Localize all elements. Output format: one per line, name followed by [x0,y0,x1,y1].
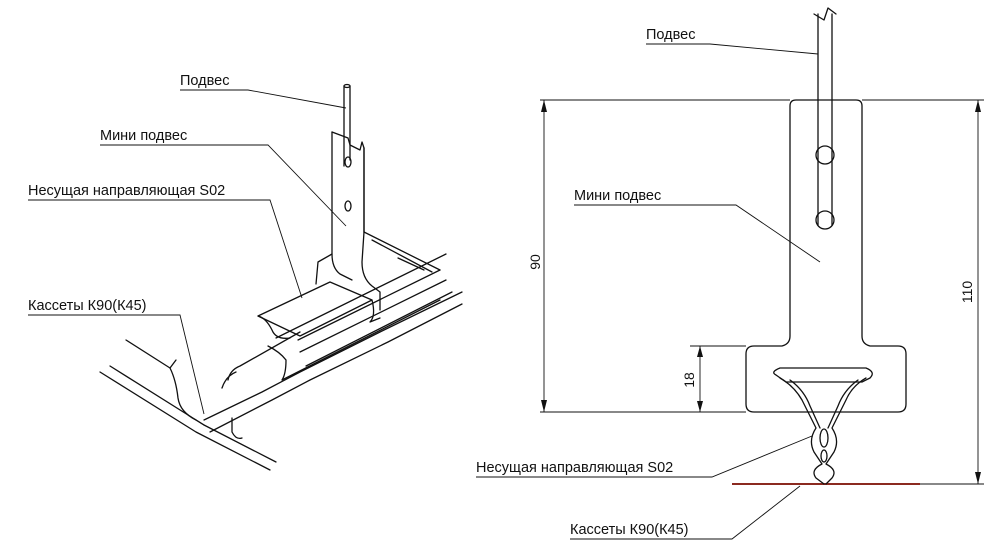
dimension-90: 90 [527,99,790,413]
label-mini-suspension-right: Мини подвес [574,188,661,204]
dimension-110: 110 [862,99,984,485]
carrier-rail-iso [257,231,453,381]
hole-lower [815,210,835,230]
cassette-panel-lower [99,365,277,471]
leaders-right [476,43,821,540]
dimension-18-text: 18 [681,372,697,388]
label-carrier-rail-left: Несущая направляющая S02 [28,183,225,199]
label-carrier-rail-right: Несущая направляющая S02 [476,460,673,476]
dimension-18: 18 [681,345,746,412]
carrier-rail-section [779,377,867,485]
dimension-110-text: 110 [959,281,975,304]
section-view: 90 18 110 Подвес Мини подвес Не [476,7,984,540]
leaders-left [28,89,347,415]
mini-suspension-iso [315,131,381,311]
label-mini-suspension-left: Мини подвес [100,128,187,144]
label-cassettes-left: Кассеты К90(К45) [28,298,147,314]
isometric-view: Подвес Мини подвес Несущая направляющая … [28,73,463,471]
suspension-rod-section [813,7,837,226]
label-suspension-right: Подвес [646,27,695,43]
suspension-rod-iso [343,83,351,167]
hole-upper [815,145,835,165]
dimension-90-text: 90 [527,254,543,270]
cassette-panel-upper [125,291,463,433]
rail-slot [773,367,873,383]
label-suspension-left: Подвес [180,73,229,89]
label-cassettes-right: Кассеты К90(К45) [570,522,689,538]
mini-suspension-plate [745,99,907,413]
